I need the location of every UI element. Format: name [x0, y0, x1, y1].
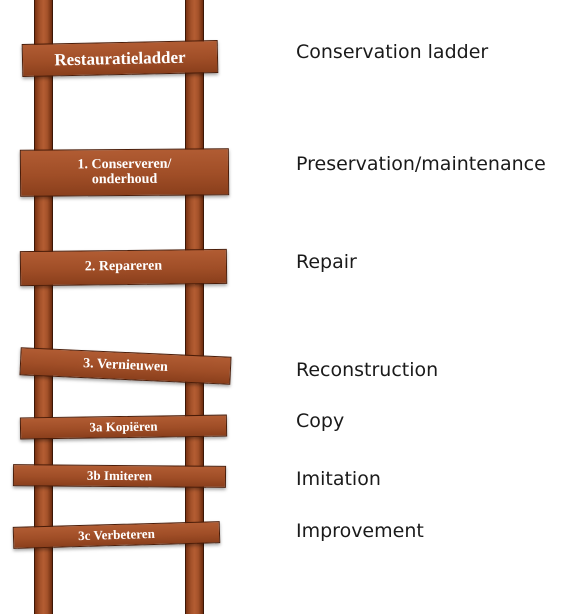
rung-label: 3a Kopiëren [89, 418, 158, 435]
translation-imitation: Imitation [296, 468, 381, 490]
rung-label: 3c Verbeteren [77, 526, 156, 544]
translation-copy: Copy [296, 410, 345, 432]
ladder-rail-left [34, 0, 53, 614]
translation-improvement: Improvement [296, 520, 424, 542]
rung-label: 3b Imiteren [86, 467, 153, 484]
translation-repair: Repair [296, 251, 357, 273]
rung-repareren: 2. Repareren [19, 248, 228, 287]
translation-preservation: Preservation/maintenance [296, 153, 546, 175]
rung-imiteren: 3b Imiteren [12, 464, 227, 488]
translation-reconstruction: Reconstruction [296, 359, 439, 381]
ladder-title-plank: Restauratieladder [21, 39, 219, 78]
rung-label: 2. Repareren [84, 258, 163, 275]
rung-kopieren: 3a Kopiëren [19, 414, 228, 440]
rung-conserveren: 1. Conserveren/ onderhoud [19, 148, 230, 197]
rung-label: 3. Vernieuwen [82, 355, 169, 375]
translation-title: Conservation ladder [296, 41, 489, 63]
ladder-title: Restauratieladder [54, 47, 186, 69]
rung-label: 1. Conserveren/ onderhoud [77, 156, 172, 187]
